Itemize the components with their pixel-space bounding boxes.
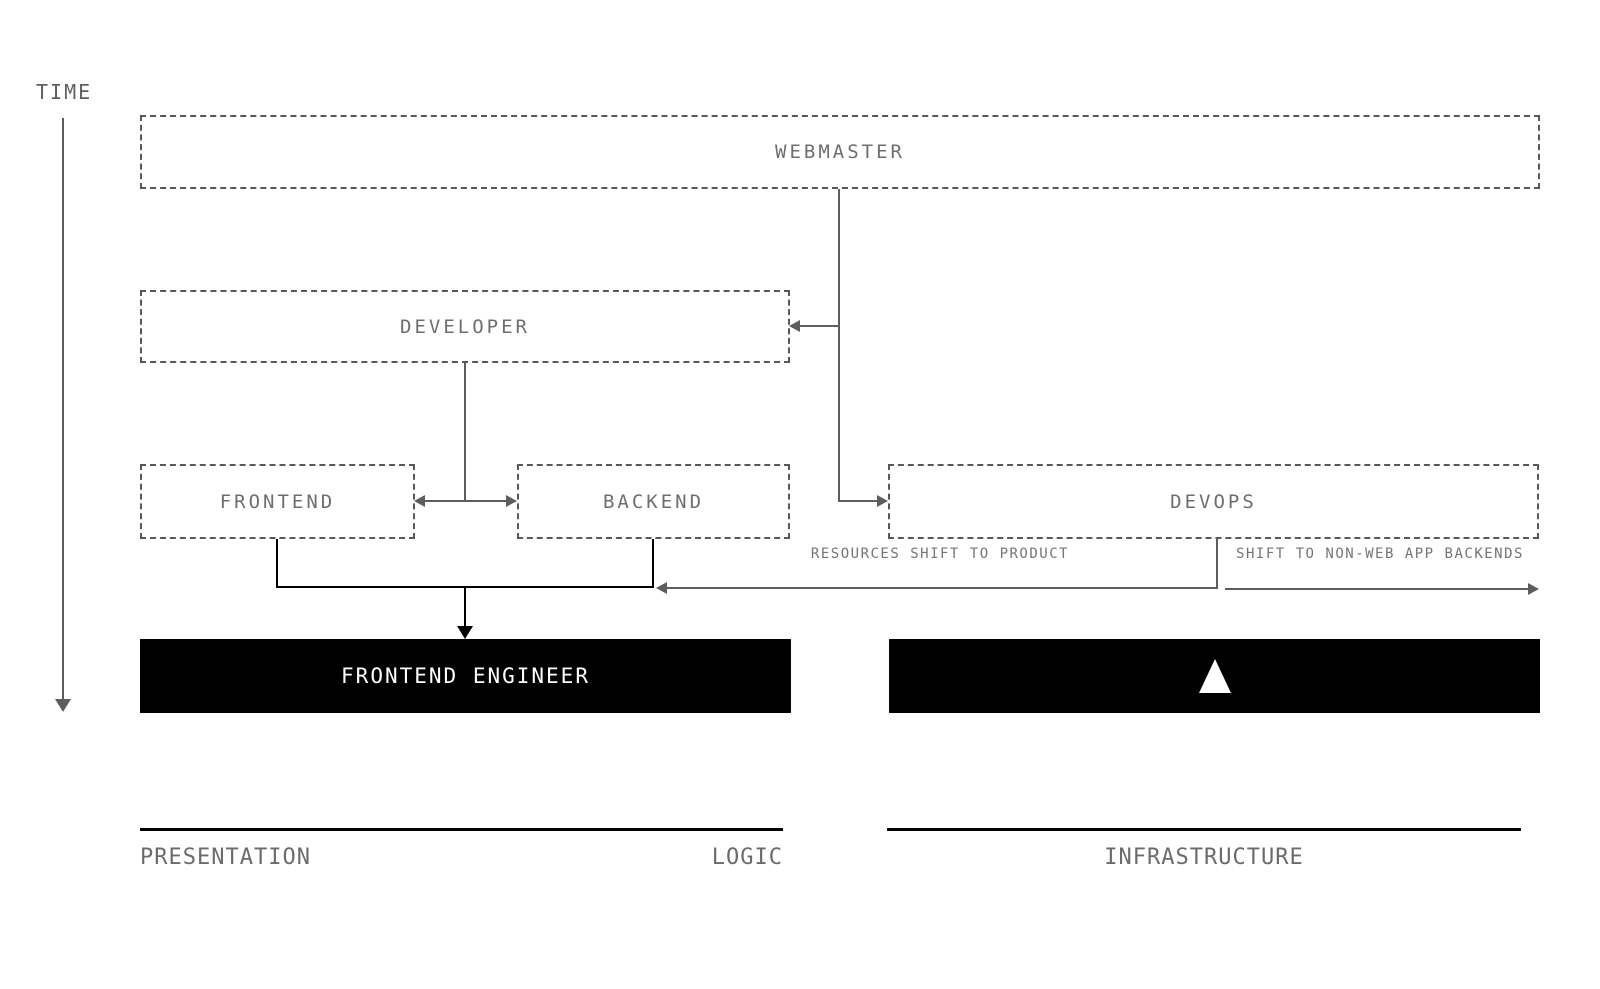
time-axis-line <box>62 118 64 702</box>
resources-shift-label: RESOURCES SHIFT TO PRODUCT <box>810 546 1070 562</box>
bracket-left-line <box>276 539 278 588</box>
frontend-backend-line <box>424 500 508 502</box>
webmaster-to-devops-line <box>838 500 878 502</box>
logic-lane-label: LOGIC <box>711 845 783 870</box>
webmaster-box: WEBMASTER <box>140 115 1540 189</box>
time-axis-arrow-down-icon <box>55 699 71 712</box>
devops-drop-line <box>1216 539 1218 589</box>
bracket-arrow-down-icon <box>457 626 473 639</box>
triangle-up-icon <box>1198 659 1231 693</box>
backend-box: BACKEND <box>517 464 790 539</box>
developer-box: DEVELOPER <box>140 290 790 363</box>
webmaster-to-devops-arrow-right-icon <box>877 495 888 507</box>
frontend-backend-arrow-right-icon <box>506 495 517 507</box>
devops-label: DEVOPS <box>1170 490 1257 513</box>
backend-label: BACKEND <box>602 490 705 513</box>
bracket-right-line <box>652 539 654 588</box>
frontend-engineer-box: FRONTEND ENGINEER <box>140 639 791 713</box>
infrastructure-lane-label: INFRASTRUCTURE <box>1104 845 1304 870</box>
webmaster-label: WEBMASTER <box>775 141 905 163</box>
frontend-box: FRONTEND <box>140 464 415 539</box>
webmaster-to-developer-arrow-left-icon <box>789 320 800 332</box>
non-web-shift-arrow-right-icon <box>1528 583 1539 595</box>
presentation-logic-baseline <box>140 828 783 831</box>
resources-shift-line <box>666 587 1217 589</box>
non-web-shift-line <box>1225 588 1530 590</box>
resources-shift-arrow-left-icon <box>656 582 667 594</box>
time-axis-label: TIME <box>36 80 93 104</box>
infrastructure-engineer-box <box>889 639 1540 713</box>
infrastructure-baseline <box>887 828 1521 831</box>
non-web-shift-label: SHIFT TO NON-WEB APP BACKENDS <box>1236 546 1524 562</box>
webmaster-drop-line <box>838 189 840 502</box>
devops-box: DEVOPS <box>888 464 1539 539</box>
developer-drop-line <box>464 363 466 502</box>
frontend-label: FRONTEND <box>219 490 336 513</box>
developer-label: DEVELOPER <box>400 315 530 338</box>
bracket-drop-line <box>464 586 466 628</box>
webmaster-to-developer-line <box>799 325 839 327</box>
frontend-engineer-label: FRONTEND ENGINEER <box>341 664 590 688</box>
presentation-lane-label: PRESENTATION <box>140 845 311 870</box>
frontend-backend-arrow-left-icon <box>414 495 425 507</box>
